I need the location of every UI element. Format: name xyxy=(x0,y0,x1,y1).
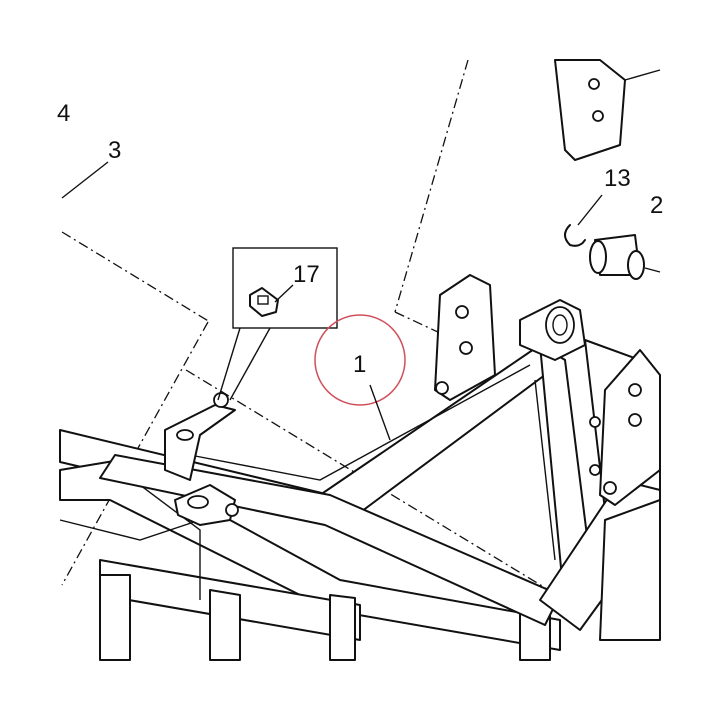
e-clip-part xyxy=(564,224,586,247)
clip-nut-icon xyxy=(249,287,279,317)
detail-inset xyxy=(217,247,338,401)
callout-4: 4 xyxy=(57,100,70,127)
leader-lines xyxy=(61,161,603,441)
callout-17: 17 xyxy=(293,261,320,288)
callout-3: 3 xyxy=(108,137,121,164)
center-mount-bracket xyxy=(434,274,496,401)
pivot-boss xyxy=(519,299,586,361)
bushing-part xyxy=(589,234,661,280)
upper-plate-bracket xyxy=(554,59,661,161)
callout-2: 2 xyxy=(650,192,663,219)
callout-13: 13 xyxy=(604,165,631,192)
reference-lines xyxy=(61,59,591,616)
right-mount-bracket xyxy=(589,349,661,506)
highlight-circle xyxy=(314,314,406,406)
left-mount-bracket xyxy=(164,392,239,526)
callout-1: 1 xyxy=(353,351,366,378)
